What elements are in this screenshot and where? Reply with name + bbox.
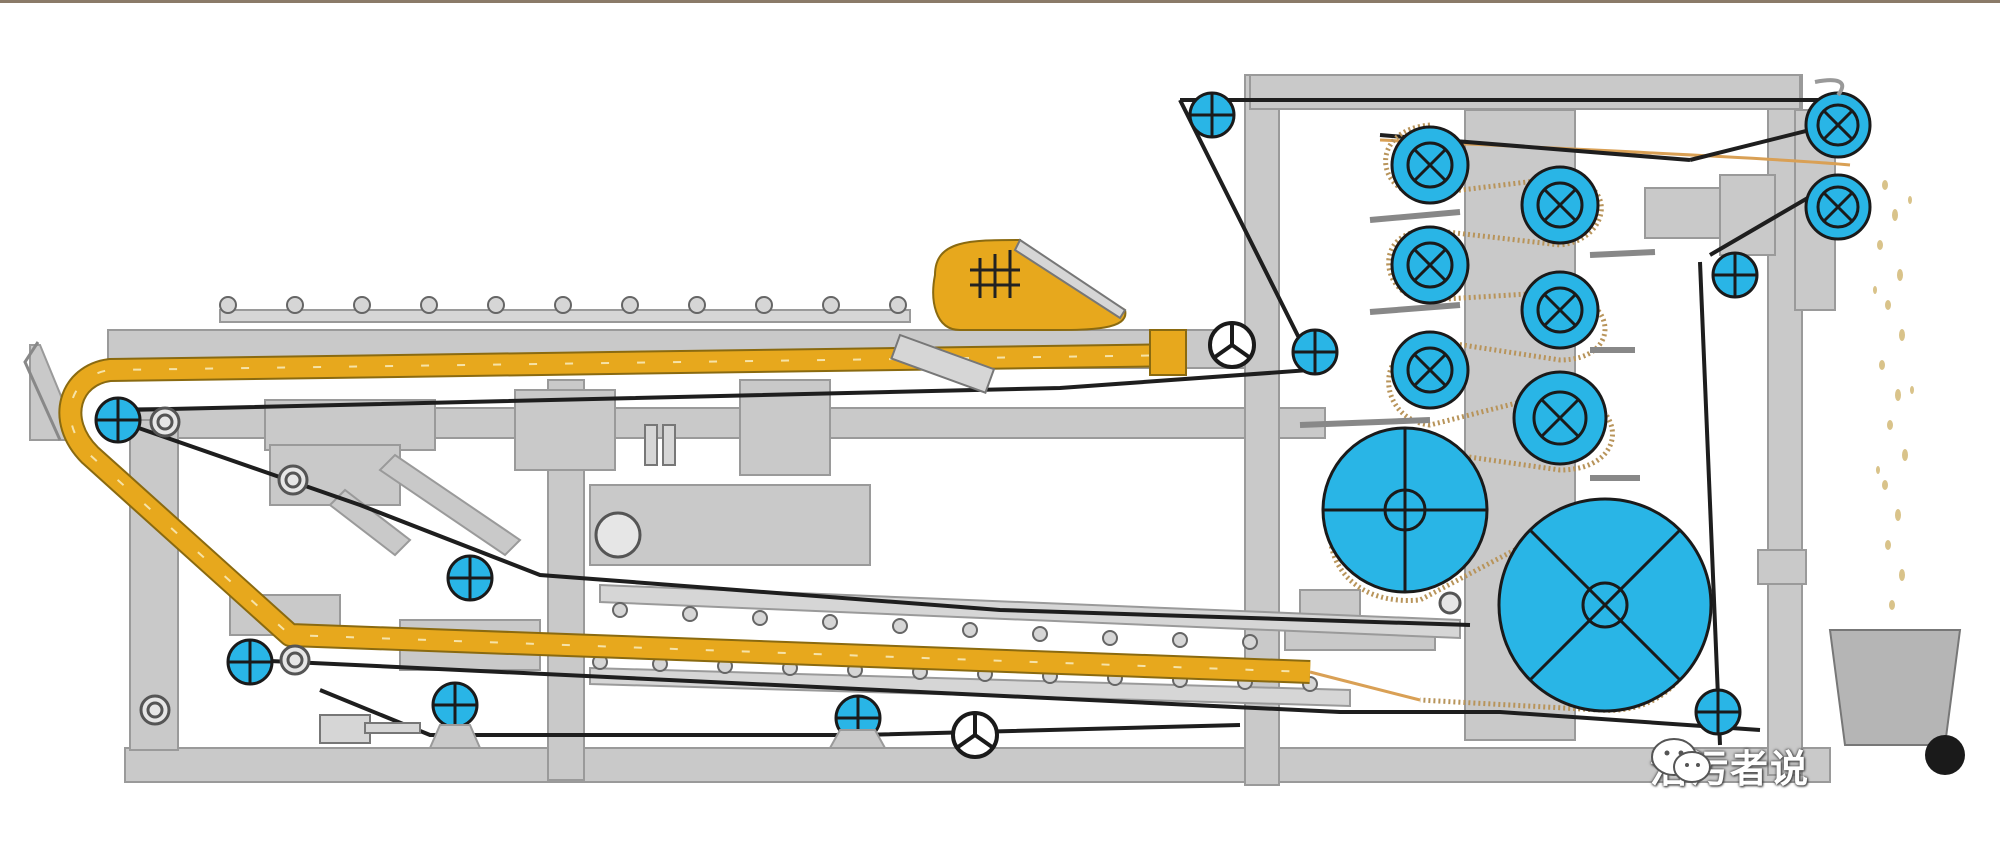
large-drum-1	[1321, 426, 1489, 594]
roller-5	[1390, 330, 1470, 410]
mid-idler	[446, 554, 494, 602]
press-guide-rods	[1299, 209, 1656, 481]
guide-block	[1757, 549, 1807, 585]
lower-left-roller	[226, 638, 274, 686]
actuators	[319, 333, 996, 744]
drive-roller-lower	[1804, 173, 1872, 241]
left-head-roller	[94, 396, 142, 444]
scraper	[1814, 78, 1845, 97]
right-idler	[1711, 251, 1759, 299]
bottom-right-idler	[1694, 688, 1742, 736]
tower-top-beam	[1249, 74, 1801, 110]
watermark: 治污者说	[1650, 735, 1810, 795]
roller-supports	[428, 724, 887, 749]
steering-wheel-upper	[1208, 321, 1256, 369]
sludge-feed-hopper	[932, 238, 1127, 331]
press-rollers	[94, 91, 1872, 742]
left-scraper-arm	[23, 341, 62, 441]
cake-discharge-falling	[1873, 180, 1914, 610]
tower-idler	[1291, 328, 1339, 376]
wechat-icon	[1651, 738, 1711, 783]
lower-idler-1	[431, 681, 479, 729]
upper-plough-rack	[219, 296, 911, 323]
conveyor-roller	[1925, 735, 1965, 775]
roller-6	[1512, 370, 1608, 466]
press-block-1	[264, 399, 436, 451]
drive-roller-upper	[1804, 91, 1872, 159]
large-drum-2	[1497, 497, 1713, 713]
top-left-idler	[1188, 91, 1236, 139]
roller-3	[1390, 225, 1470, 305]
cake-bin	[1828, 629, 1962, 746]
sludge-layer	[58, 138, 1851, 702]
steering-wheel-lower	[951, 711, 999, 759]
roller-4	[1520, 270, 1600, 350]
tension-cylinder	[1644, 187, 1726, 239]
top-border	[0, 0, 2000, 3]
white-idlers	[139, 406, 1462, 726]
roller-1	[1390, 125, 1470, 205]
roller-2	[1520, 165, 1600, 245]
press-block-3	[514, 389, 616, 471]
